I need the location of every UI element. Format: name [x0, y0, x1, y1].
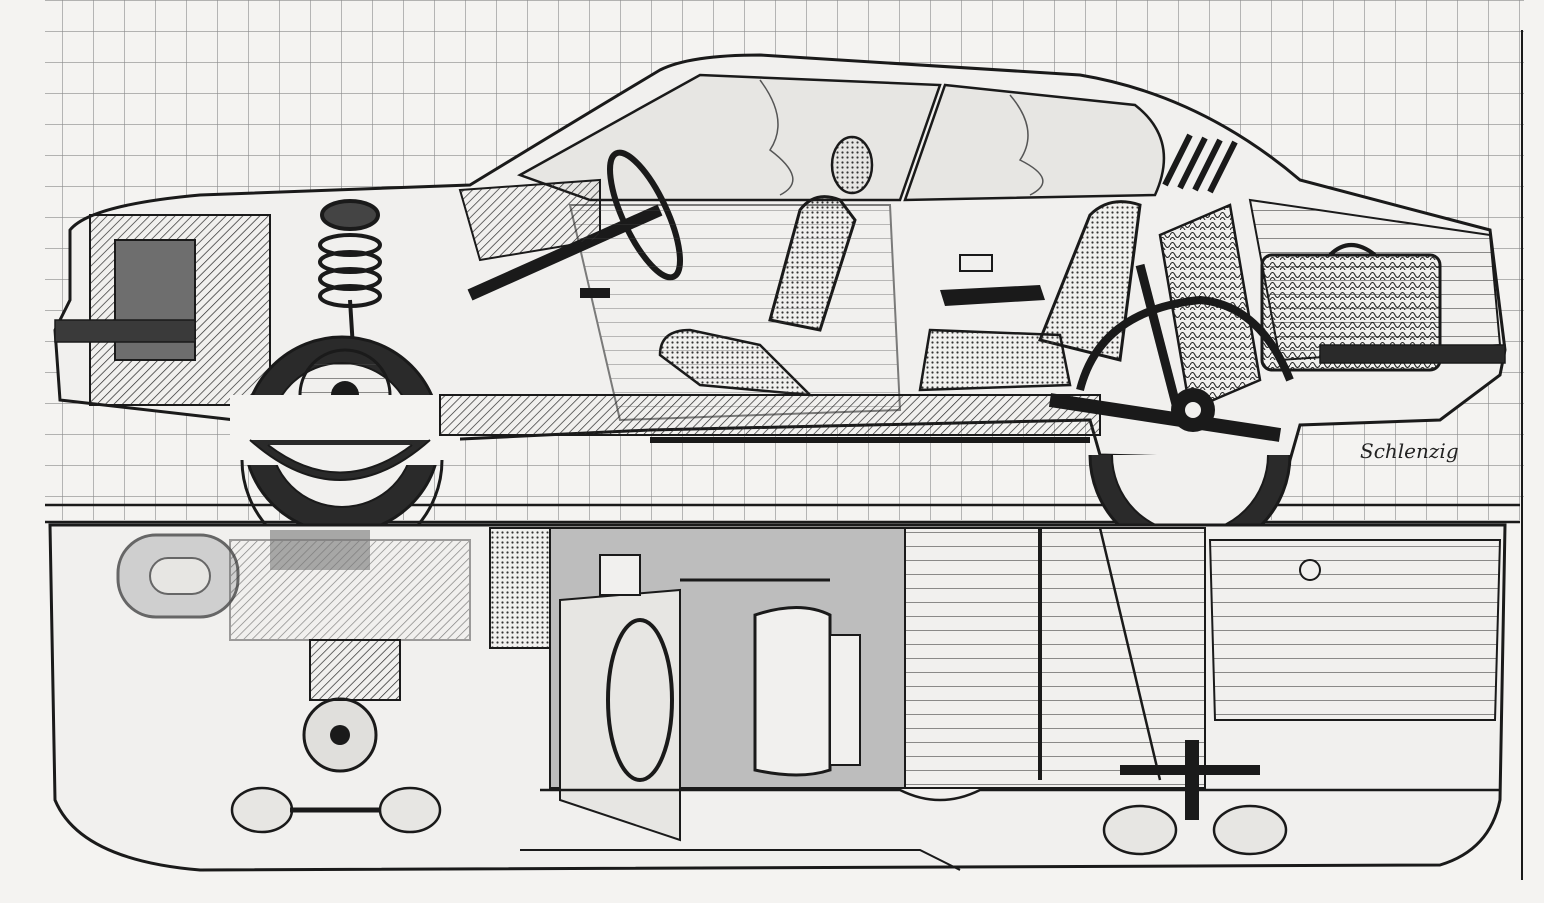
front-door-panel: [568, 204, 902, 422]
rear-right-tyre-plan: [1212, 804, 1288, 856]
front-seat-plan: [753, 606, 832, 777]
differential: [1185, 740, 1199, 820]
fuel-tank: [1208, 539, 1502, 721]
rear-left-tyre-plan: [1102, 804, 1178, 856]
front-right-tyre-plan: [378, 786, 442, 834]
rear-louvers: [1162, 133, 1238, 194]
gear-lever-base: [599, 554, 641, 596]
driver-footwell: [559, 588, 681, 842]
inner-door-handle: [580, 288, 610, 298]
artist-signature: Schlenzig: [1360, 439, 1459, 463]
luggage-case: [1260, 253, 1442, 372]
front-headrest: [830, 135, 874, 195]
firewall-panel: [489, 527, 551, 649]
rear-seat-back: [1037, 200, 1142, 362]
floor-frame: [439, 394, 1101, 436]
rear-floor-pan: [904, 527, 1206, 789]
steering-wheel-plan: [606, 618, 674, 782]
rear-armrest: [940, 285, 1045, 306]
gearbox: [309, 639, 401, 701]
rear-axle-beam: [1048, 393, 1282, 442]
center-console: [829, 634, 861, 766]
rear-coil-spring: [1158, 203, 1262, 412]
rear-seat-cushion: [918, 328, 1072, 392]
underside-plan-view: [48, 523, 1507, 872]
front-left-tyre-plan: [230, 786, 294, 834]
rear-shock-absorber: [1135, 263, 1185, 422]
luggage-handle: [1328, 243, 1377, 257]
door-handle: [959, 254, 993, 272]
rear-bumper: [1319, 344, 1506, 364]
rear-wheel-arch: [1076, 295, 1294, 391]
side-cutaway-view: Schlenzig: [53, 53, 1507, 562]
front-bumper: [54, 319, 196, 343]
rear-side-window: [903, 83, 1166, 202]
door-sill: [540, 788, 1500, 802]
